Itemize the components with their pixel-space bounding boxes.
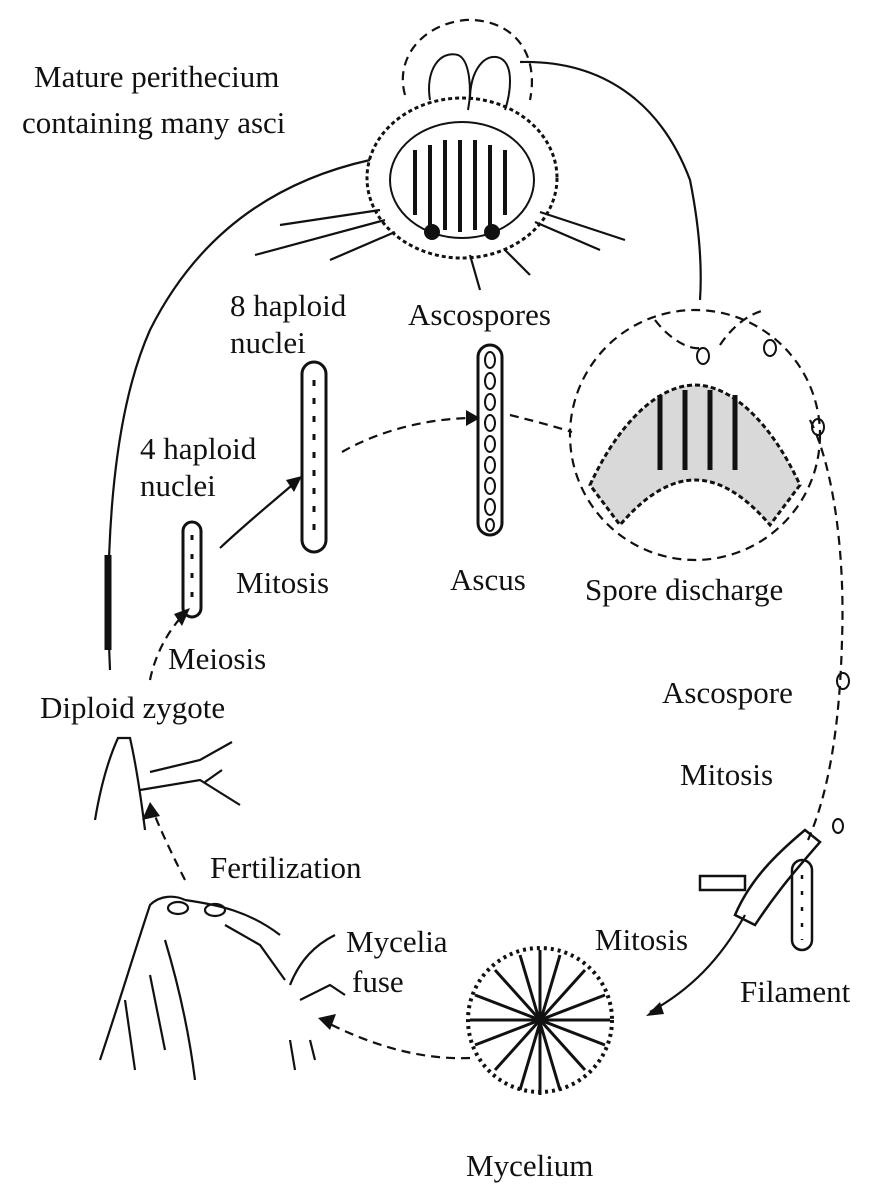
label-mycelia-fuse-line1: Mycelia [346,924,448,959]
ascus-with-spores [478,345,502,535]
label-filament: Filament [740,974,851,1009]
filament-illustration [700,673,849,950]
label-mycelia-fuse-line2: fuse [352,964,404,999]
arrowhead-fuse [318,1014,336,1030]
label-mitosis-bottom: Mitosis [595,922,688,957]
mycelium-illustration [468,948,612,1095]
arrow-fertilization-to-zygote [152,808,185,880]
label-mitosis-center: Mitosis [236,565,329,600]
label-meiosis: Meiosis [168,641,266,676]
label-mycelium: Mycelium [466,1148,593,1183]
arrow-4-to-8-nuclei [220,480,298,548]
label-8-nuclei-line2: nuclei [230,325,306,360]
label-ascospores: Ascospores [408,297,551,332]
label-spore-discharge: Spore discharge [585,572,783,607]
arrow-ascus-to-discharge [510,415,572,432]
label-mitosis-right: Mitosis [680,757,773,792]
fertilization-hyphae [100,897,285,1080]
perithecium-hyphae [255,210,625,290]
label-ascospore: Ascospore [662,675,793,710]
arrowhead-zygote [142,802,160,820]
arrow-8-nuclei-to-ascus [342,418,474,452]
label-diploid-zygote: Diploid zygote [40,690,225,725]
perithecium-ostiole-right [470,57,510,110]
spore-discharge-illustration [570,310,824,560]
label-4-nuclei-line1: 4 haploid [140,431,257,466]
zygote-hyphae [95,738,240,830]
perithecium-illustration [255,20,625,290]
label-perithecium-line2: containing many asci [22,105,286,140]
perithecium-outer-halo [403,20,532,100]
ascus-4-nuclei [183,522,201,617]
label-4-nuclei-line2: nuclei [140,468,216,503]
ascus-spores [485,352,495,531]
mycelia-fuse-hyphae [290,935,345,1070]
label-perithecium-line1: Mature perithecium [34,59,279,94]
arrow-perithecium-to-discharge [520,62,701,300]
ascus-8-nuclei [302,362,326,552]
label-ascus: Ascus [450,562,526,597]
arrow-discharge-to-ascospore [808,420,843,840]
label-8-nuclei-line1: 8 haploid [230,288,347,323]
perithecium-asci [415,140,505,232]
label-fertilization: Fertilization [210,850,362,885]
discharge-tissue [590,385,800,525]
arrow-mycelium-to-fuse [322,1020,470,1058]
